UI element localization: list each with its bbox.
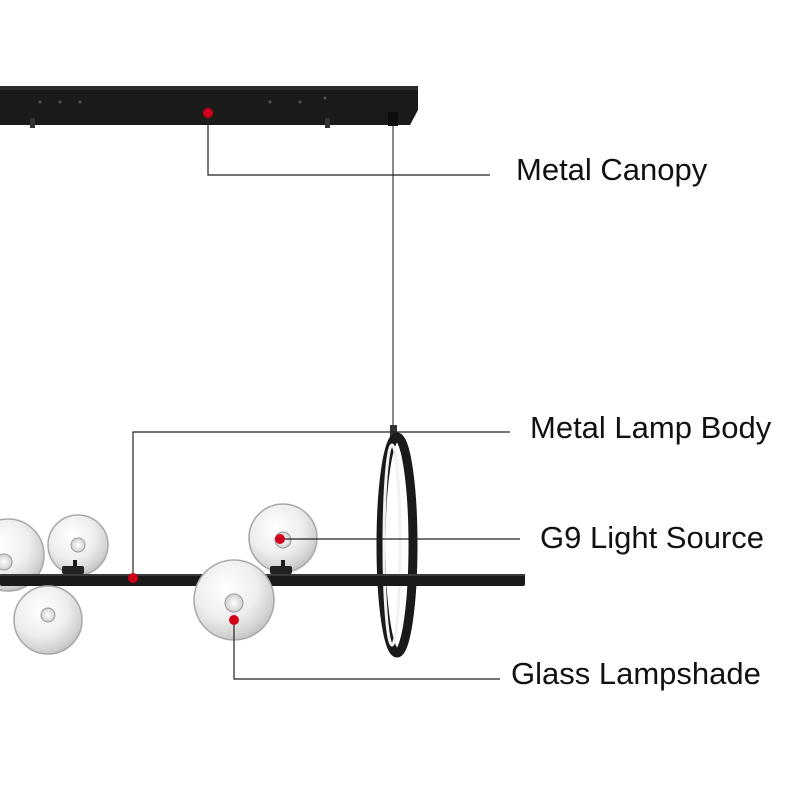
glass-lampshade-label: Glass Lampshade <box>511 656 761 691</box>
metal-canopy <box>0 86 418 128</box>
cable-grip <box>390 425 397 437</box>
glass-globe <box>13 585 83 655</box>
marker-lamp-body <box>128 573 138 583</box>
glass-globe <box>47 514 109 576</box>
marker-canopy <box>203 108 213 118</box>
metal-canopy-label: Metal Canopy <box>516 152 708 187</box>
leader-lines <box>132 113 520 680</box>
metal-ring <box>376 432 418 658</box>
g9-light-source-label: G9 Light Source <box>540 520 765 555</box>
leader-line-lamp-body <box>132 431 510 578</box>
metal-lamp-body-label: Metal Lamp Body <box>530 410 772 445</box>
callout-markers <box>128 108 285 625</box>
glass-globe <box>0 518 45 592</box>
marker-g9 <box>275 534 285 544</box>
leader-line-canopy <box>207 113 490 176</box>
leader-line-glass <box>233 620 500 680</box>
marker-glass <box>229 615 239 625</box>
